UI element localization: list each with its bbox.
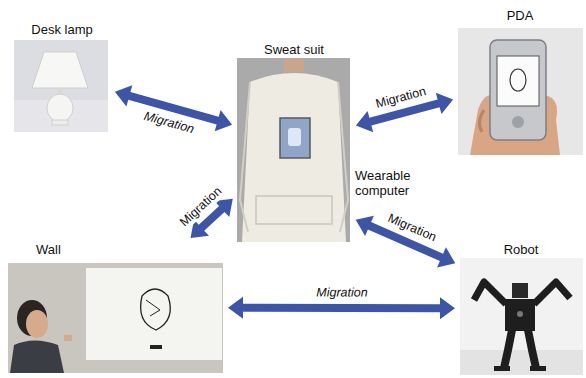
photo-node: Sweat suit <box>235 40 353 244</box>
lamp-photo <box>14 40 108 132</box>
edge-label: Migration <box>314 285 369 300</box>
heading-row: Robot <box>458 240 584 258</box>
heading-row: Desk lamp <box>12 20 112 38</box>
photo-node: Robot <box>458 240 584 377</box>
device-note: Wearable computer <box>355 168 419 198</box>
node-heading: Desk lamp <box>29 22 94 38</box>
heading-row: Wall <box>6 240 225 258</box>
photo-node: Wall <box>6 240 225 375</box>
photo-node: Desk lamp <box>12 20 112 134</box>
sweat-suit-photo <box>237 58 350 242</box>
node-heading: Sweat suit <box>262 42 326 58</box>
node-heading: Robot <box>502 242 541 258</box>
pda-photo <box>458 28 583 155</box>
robot-photo <box>460 258 583 375</box>
wall-photo <box>8 263 223 373</box>
node-heading: Wall <box>34 242 63 258</box>
photo-node: PDA <box>456 6 584 157</box>
heading-row: Sweat suit <box>235 40 353 58</box>
heading-row: PDA <box>456 6 584 24</box>
node-heading: PDA <box>505 8 536 24</box>
